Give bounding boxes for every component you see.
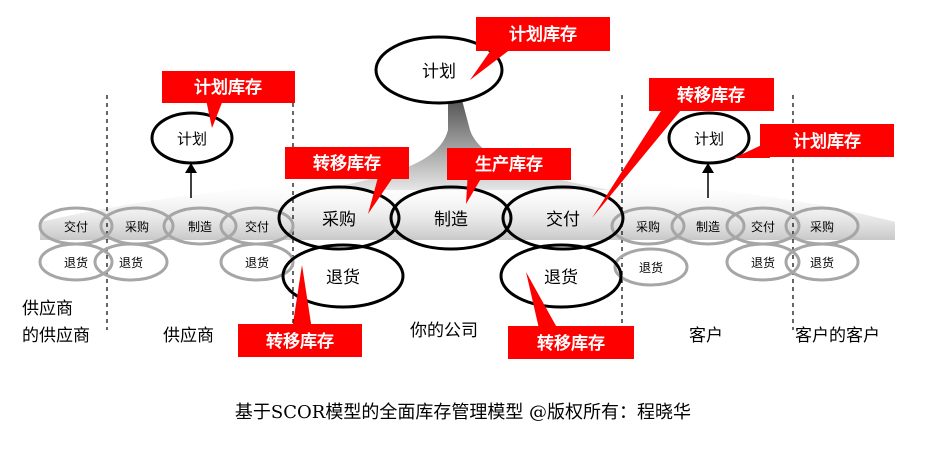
tag-transfer-customer-label: 转移库存 — [677, 85, 745, 106]
node-ss-return-label: 退货 — [64, 255, 88, 270]
label-customer: 客户 — [689, 326, 723, 346]
node-company-make — [389, 185, 513, 251]
plan-cone — [320, 100, 610, 190]
node-cust-make — [670, 206, 746, 246]
node-cust-procure — [610, 206, 686, 246]
node-sup-return-a — [93, 242, 169, 282]
node-cc-procure-label: 采购 — [810, 219, 834, 234]
node-plan-center — [374, 35, 504, 105]
tag-plan-customer-label: 计划库存 — [793, 131, 861, 152]
node-sup-return-b — [219, 242, 295, 282]
tag-plan-center — [476, 17, 610, 51]
node-cc-return — [784, 242, 860, 282]
process-band — [40, 178, 895, 240]
label-supplier-supplier-line1: 供应商 — [22, 299, 73, 319]
tag-plan-center-label: 计划库存 — [509, 24, 577, 45]
cust-plan-arrowhead — [702, 163, 714, 173]
tag-plan-customer — [760, 124, 894, 157]
node-cust-return-a-label: 退货 — [639, 260, 663, 275]
node-company-return-right — [499, 243, 623, 309]
figure-caption: 基于SCOR模型的全面库存管理模型 @版权所有：程晓华 — [235, 402, 691, 423]
node-cust-procure-label: 采购 — [636, 219, 660, 234]
callout-pointer-transfer-supplier-bottom — [292, 265, 312, 330]
node-company-procure-label: 采购 — [322, 210, 356, 230]
label-supplier: 供应商 — [163, 326, 214, 346]
tag-plan-supplier-label: 计划库存 — [194, 77, 262, 98]
node-sup-make — [162, 206, 238, 246]
callout-pointer-plan-supplier — [205, 95, 225, 128]
node-plan-customer-label: 计划 — [694, 130, 724, 148]
callout-pointer-transfer-customer — [592, 100, 686, 218]
label-customer-customer: 客户的客户 — [795, 326, 880, 346]
label-company: 你的公司 — [410, 321, 478, 341]
node-company-deliver-label: 交付 — [546, 210, 580, 230]
node-company-procure — [277, 185, 401, 251]
node-cust-return-b-label: 退货 — [751, 255, 775, 270]
node-ss-deliver-label: 交付 — [64, 219, 88, 234]
node-cust-return-b — [725, 242, 801, 282]
node-sup-make-label: 制造 — [188, 220, 212, 234]
tag-transfer-supplier-bottom-label: 转移库存 — [266, 331, 334, 352]
node-plan-customer — [667, 111, 751, 165]
callout-pointer-transfer-company-bottom — [526, 272, 560, 333]
node-cust-make-label: 制造 — [696, 220, 720, 234]
tag-transfer-supplier-bottom — [238, 324, 362, 357]
tag-transfer-customer — [649, 78, 774, 111]
sup-plan-arrowhead — [185, 163, 197, 173]
node-sup-return-b-label: 退货 — [245, 255, 269, 270]
node-company-return-right-label: 退货 — [544, 268, 578, 288]
node-plan-supplier-label: 计划 — [177, 130, 207, 148]
callout-pointer-transfer-procure — [368, 170, 398, 214]
node-cc-return-label: 退货 — [810, 255, 834, 270]
label-supplier-supplier-line2: 的供应商 — [22, 326, 90, 346]
node-sup-deliver-label: 交付 — [245, 219, 269, 234]
node-company-deliver — [501, 185, 625, 251]
tag-plan-supplier — [162, 71, 295, 103]
node-cust-return-a — [613, 247, 689, 287]
node-company-return-left — [281, 243, 405, 309]
node-cust-deliver-label: 交付 — [751, 219, 775, 234]
tag-transfer-company-bottom-label: 转移库存 — [537, 333, 605, 354]
tag-production — [447, 148, 571, 180]
tag-transfer-procure-label: 转移库存 — [313, 153, 381, 174]
node-sup-procure-label: 采购 — [125, 219, 149, 234]
tag-transfer-procure — [285, 147, 409, 179]
node-ss-return — [38, 242, 114, 282]
node-company-make-label: 制造 — [434, 210, 468, 230]
node-plan-center-label: 计划 — [422, 62, 456, 82]
tag-production-label: 生产库存 — [475, 154, 543, 175]
node-company-return-left-label: 退货 — [326, 268, 360, 288]
node-sup-return-a-label: 退货 — [119, 255, 143, 270]
tag-transfer-company-bottom — [508, 326, 634, 359]
